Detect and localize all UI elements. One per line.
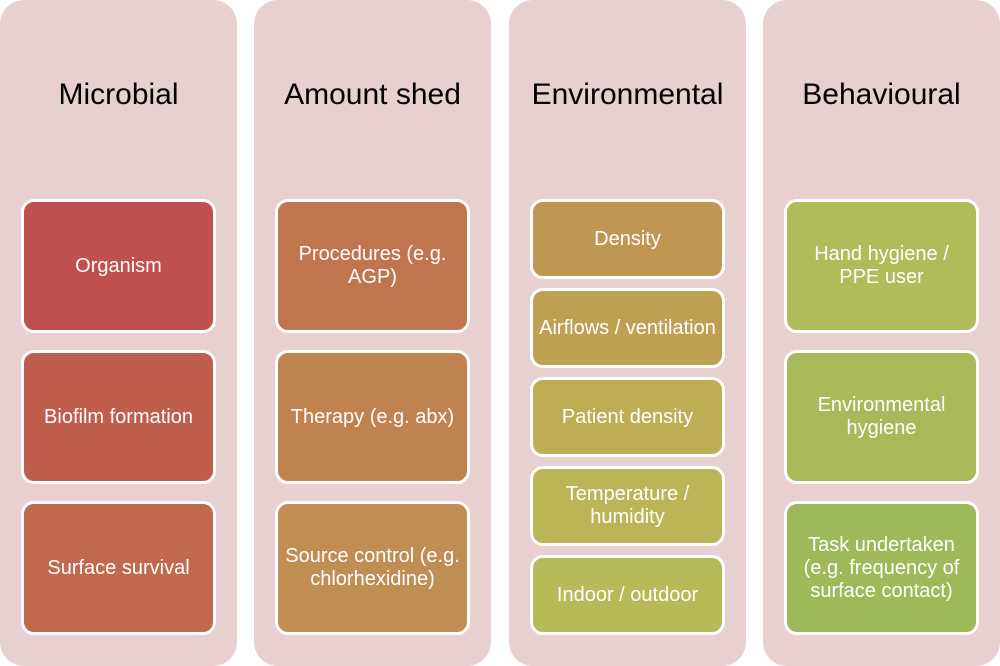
factor-list: Procedures (e.g. AGP) Therapy (e.g. abx) S…	[275, 199, 470, 652]
factor-box: Temperature / humidity	[530, 466, 725, 546]
factor-label: Hand hygiene / PPE user	[814, 243, 949, 288]
factor-label: Task undertaken (e.g. frequency of surfa…	[803, 533, 960, 602]
factor-label: Source control (e.g. chlorhexidine)	[285, 545, 460, 590]
factor-box: Hand hygiene / PPE user	[784, 199, 979, 333]
factor-label: Organism	[75, 254, 162, 277]
column-title: Behavioural	[802, 78, 961, 111]
factor-label: Therapy (e.g. abx)	[290, 405, 455, 428]
factor-box: Source control (e.g. chlorhexidine)	[275, 501, 470, 635]
factor-label: Procedures (e.g. AGP)	[298, 243, 447, 288]
column-title: Microbial	[58, 78, 179, 111]
factor-label: Indoor / outdoor	[556, 583, 699, 606]
factor-box: Procedures (e.g. AGP)	[275, 199, 470, 333]
factor-box: Indoor / outdoor	[530, 555, 725, 635]
factor-box: Density	[530, 199, 725, 279]
factor-box: Task undertaken (e.g. frequency of surfa…	[784, 501, 979, 635]
factor-box: Organism	[21, 199, 216, 333]
factor-box: Therapy (e.g. abx)	[275, 350, 470, 484]
factor-box: Surface survival	[21, 501, 216, 635]
column-title: Amount shed	[284, 78, 461, 111]
column-title: Environmental	[531, 78, 724, 111]
factor-box: Patient density	[530, 377, 725, 457]
factor-label: Density	[594, 227, 661, 250]
factor-label: Surface survival	[47, 556, 190, 579]
factor-label: Biofilm formation	[44, 405, 193, 428]
factor-label: Airflows / ventilation	[539, 316, 716, 339]
factor-box: Environmental hygiene	[784, 350, 979, 484]
factor-label: Environmental hygiene	[817, 394, 946, 439]
factor-box: Biofilm formation	[21, 350, 216, 484]
factor-label: Patient density	[561, 405, 694, 428]
factor-box: Airflows / ventilation	[530, 288, 725, 368]
factor-label: Temperature / humidity	[565, 483, 690, 528]
